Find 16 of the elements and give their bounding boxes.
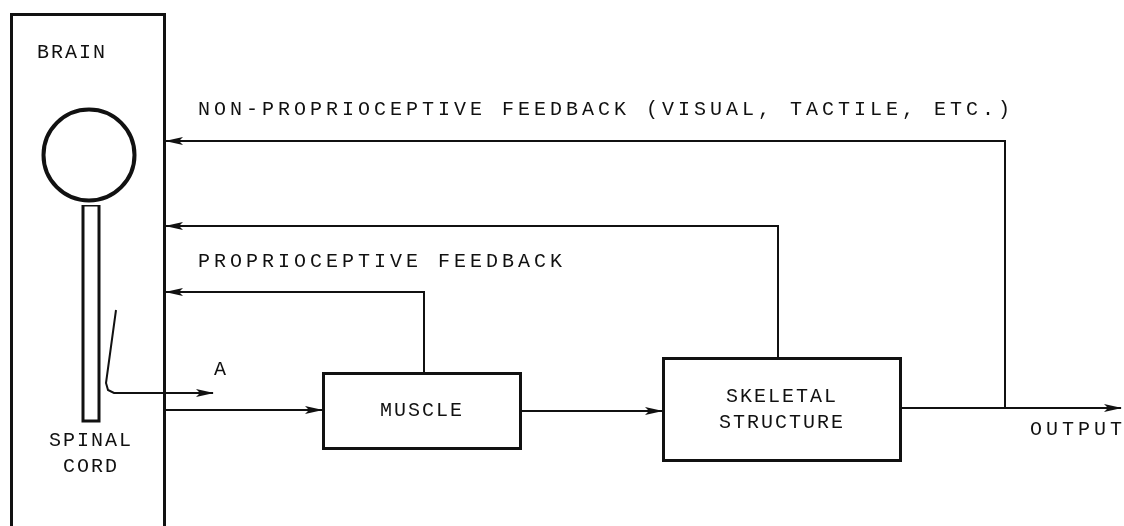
region-label: SPINAL CORD xyxy=(48,428,134,480)
arrow xyxy=(165,288,425,373)
arrow xyxy=(521,407,663,415)
process-box xyxy=(322,372,522,450)
region-label: BRAIN xyxy=(37,40,108,66)
brain-circle xyxy=(41,107,137,203)
arrow xyxy=(165,222,779,358)
nervous-system-panel xyxy=(10,13,166,526)
box-label: MUSCLE xyxy=(379,398,465,424)
arrow xyxy=(105,309,214,397)
process-box xyxy=(662,357,902,462)
box-label: SKELETAL STRUCTURE xyxy=(718,383,846,436)
arrow xyxy=(165,406,323,414)
spinal-cord-bar xyxy=(81,205,101,423)
arrow xyxy=(901,404,1122,412)
arrow xyxy=(165,137,1006,409)
